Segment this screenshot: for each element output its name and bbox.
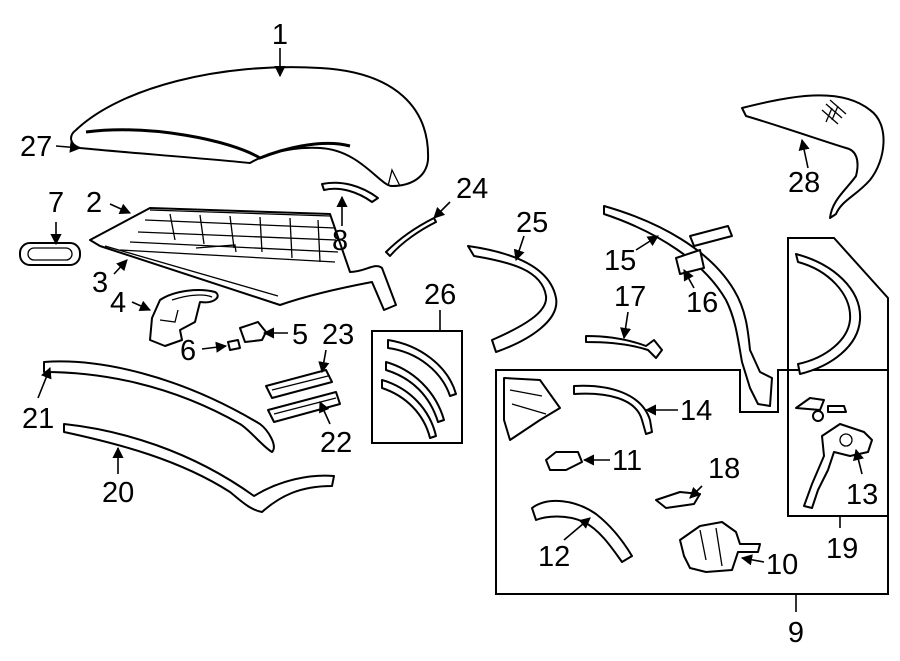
roof-panel — [70, 66, 430, 187]
callout-18: 18 — [708, 453, 740, 485]
rear-rail-20 — [63, 423, 335, 513]
cable-17 — [585, 335, 663, 359]
latch-11 — [545, 451, 583, 471]
callout-20: 20 — [102, 477, 134, 509]
callout-16: 16 — [686, 287, 718, 319]
callout-7: 7 — [48, 187, 64, 219]
callout-13: 13 — [846, 479, 878, 511]
header-panel — [89, 207, 397, 311]
clip-6 — [227, 339, 241, 351]
callout-11: 11 — [612, 445, 642, 477]
callout-19: 19 — [826, 533, 858, 565]
callout-1: 1 — [272, 19, 288, 51]
kit-box-19 — [787, 237, 889, 517]
side-rail-25 — [467, 245, 558, 353]
seal-strip-24 — [385, 217, 437, 257]
callout-5: 5 — [292, 319, 308, 351]
callout-23: 23 — [322, 319, 354, 351]
callout-27: 27 — [20, 131, 52, 163]
callout-8: 8 — [332, 225, 348, 257]
callout-9: 9 — [788, 617, 804, 649]
bracket-22 — [267, 391, 341, 423]
arc-seals-26 — [381, 339, 457, 439]
bracket-23 — [265, 369, 333, 399]
corner-trim — [503, 377, 561, 441]
callout-6: 6 — [180, 335, 196, 367]
callout-15: 15 — [604, 245, 636, 277]
callout-17: 17 — [614, 281, 646, 313]
callout-2: 2 — [86, 187, 102, 219]
vent-grille — [19, 242, 81, 266]
front-rail-21 — [43, 360, 275, 453]
callout-25: 25 — [516, 207, 548, 239]
pivot-13 — [803, 423, 873, 509]
leader-lines — [37, 48, 864, 612]
bracket-18 — [655, 491, 701, 509]
bolt-icon — [827, 405, 847, 413]
boot-cover-28 — [741, 94, 885, 219]
callout-28: 28 — [788, 167, 820, 199]
kit-box-26 — [371, 330, 463, 444]
trim-strip-8 — [321, 181, 379, 203]
hinge-10 — [679, 521, 761, 573]
arc-rail-19 — [795, 253, 862, 375]
side-rail-15 — [603, 205, 773, 407]
callout-10: 10 — [766, 549, 798, 581]
callout-4: 4 — [110, 287, 126, 319]
callout-26: 26 — [424, 279, 456, 311]
callout-21: 21 — [22, 403, 54, 435]
callout-24: 24 — [456, 173, 488, 205]
clip-5 — [239, 321, 267, 343]
kit-box-9 — [495, 369, 889, 595]
link-arm-12 — [531, 499, 633, 563]
bracket-19 — [795, 397, 825, 411]
callout-12: 12 — [538, 541, 570, 573]
callout-22: 22 — [320, 427, 352, 459]
callout-14: 14 — [680, 395, 712, 427]
latch-bracket — [149, 289, 219, 347]
callout-labels: 1 27 2 7 3 4 5 6 8 24 25 26 23 22 21 20 … — [20, 19, 878, 649]
nut-icon — [812, 410, 824, 422]
callout-3: 3 — [92, 267, 108, 299]
cable-14 — [573, 384, 653, 435]
